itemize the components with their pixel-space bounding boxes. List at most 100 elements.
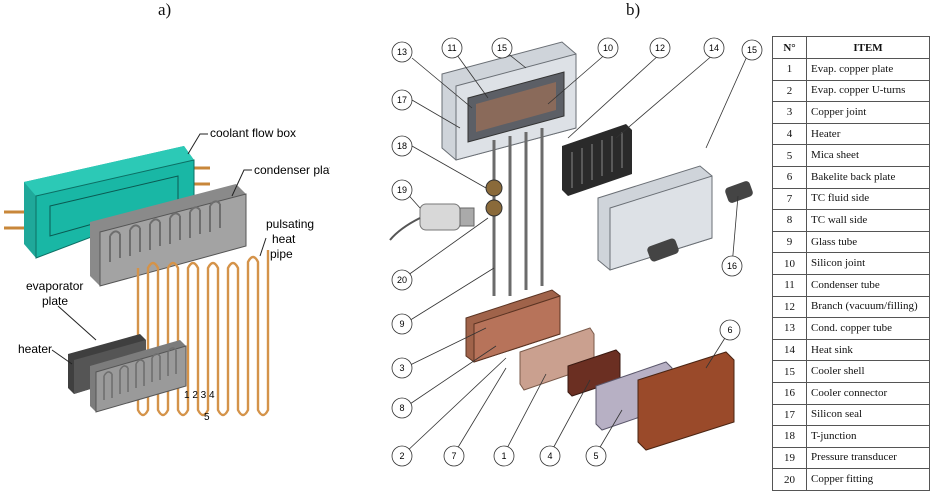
- row-item: Bakelite back plate: [806, 165, 930, 189]
- label-heater: heater: [18, 342, 52, 356]
- row-item: Evap. copper plate: [806, 58, 930, 81]
- row-number: 3: [771, 101, 808, 124]
- t-junction: [485, 179, 503, 217]
- row-number: 19: [771, 446, 808, 470]
- callout-7: 7: [451, 451, 456, 461]
- row-number: 7: [771, 187, 808, 211]
- row-item: Copper fitting: [806, 468, 930, 491]
- callout-19: 19: [397, 185, 407, 195]
- bakelite-back-plate: [637, 351, 735, 451]
- row-item: TC fluid side: [806, 187, 930, 211]
- callout-11: 11: [447, 43, 456, 53]
- callout-2: 2: [399, 451, 404, 461]
- cooler-shell: [597, 165, 753, 271]
- label-channel-numbers: 1 2 3 4: [184, 390, 215, 401]
- callout-20: 20: [397, 275, 407, 285]
- row-item: Evap. copper U-turns: [806, 79, 930, 103]
- heat-sink: [562, 124, 632, 196]
- row-item: Glass tube: [806, 230, 930, 254]
- condenser-shell: [441, 41, 577, 161]
- row-number: 4: [771, 122, 808, 146]
- copper-joint-block: [465, 289, 561, 363]
- callout-1: 1: [501, 451, 506, 461]
- condenser-plate: [90, 184, 247, 287]
- callout-13: 13: [397, 47, 407, 57]
- row-number: 5: [771, 144, 808, 167]
- label-coolant-flow-box: coolant flow box: [210, 126, 296, 140]
- label-evaporator: evaporator: [26, 279, 83, 293]
- row-number: 2: [771, 79, 808, 103]
- row-item: Mica sheet: [806, 144, 930, 167]
- diagram-a: coolant flow box condenser plate pulsati…: [4, 126, 330, 423]
- callout-14: 14: [709, 43, 719, 53]
- row-item: Silicon seal: [806, 403, 930, 427]
- label-evaporator-plate: plate: [42, 294, 68, 308]
- row-number: 9: [771, 230, 808, 254]
- callout-circles: [391, 37, 763, 467]
- row-number: 10: [771, 252, 808, 275]
- table-header-row: N° ITEM: [771, 36, 930, 59]
- row-item: Cooler connector: [806, 381, 930, 405]
- row-item: Pressure transducer: [806, 446, 930, 470]
- callout-5: 5: [593, 451, 598, 461]
- callout-12: 12: [655, 43, 665, 53]
- callout-3: 3: [399, 363, 404, 373]
- diagram-b: 13 11 15 10 12 14 15 17 18 19 20 9 16 3 …: [389, 37, 763, 467]
- row-number: 11: [771, 273, 808, 297]
- callout-8: 8: [399, 403, 404, 413]
- row-number: 13: [771, 317, 808, 340]
- row-number: 14: [771, 338, 808, 362]
- row-item: Cooler shell: [806, 360, 930, 383]
- label-pulsating: pulsating: [266, 217, 314, 231]
- row-item: TC wall side: [806, 209, 930, 232]
- row-item: Condenser tube: [806, 273, 930, 297]
- row-number: 16: [771, 381, 808, 405]
- evaporator-plate: [90, 340, 187, 413]
- row-item: Cond. copper tube: [806, 317, 930, 340]
- callout-15b: 15: [747, 45, 757, 55]
- label-heat: heat: [272, 232, 296, 246]
- row-item: Branch (vacuum/filling): [806, 295, 930, 319]
- coolant-flow-box: [24, 146, 195, 259]
- row-number: 6: [771, 165, 808, 189]
- row-number: 12: [771, 295, 808, 319]
- callout-15a: 15: [497, 43, 507, 53]
- label-channel-five: 5: [204, 412, 210, 423]
- callout-10: 10: [603, 43, 613, 53]
- callout-16: 16: [727, 261, 737, 271]
- row-number: 20: [771, 468, 808, 491]
- callout-17: 17: [397, 95, 407, 105]
- callouts: 13 11 15 10 12 14 15 17 18 19 20 9 16 3 …: [391, 37, 763, 467]
- row-number: 15: [771, 360, 808, 383]
- panel-label-b: b): [626, 0, 641, 19]
- row-number: 1: [771, 58, 808, 81]
- row-item: Heater: [806, 122, 930, 146]
- label-pipe: pipe: [270, 247, 293, 261]
- header-item: ITEM: [806, 36, 930, 59]
- label-condenser-plate: condenser plate: [254, 163, 330, 177]
- row-item: Copper joint: [806, 101, 930, 124]
- row-number: 8: [771, 209, 808, 232]
- row-number: 18: [771, 425, 808, 448]
- tubes: [492, 128, 544, 296]
- callout-9: 9: [399, 319, 404, 329]
- callout-4: 4: [547, 451, 552, 461]
